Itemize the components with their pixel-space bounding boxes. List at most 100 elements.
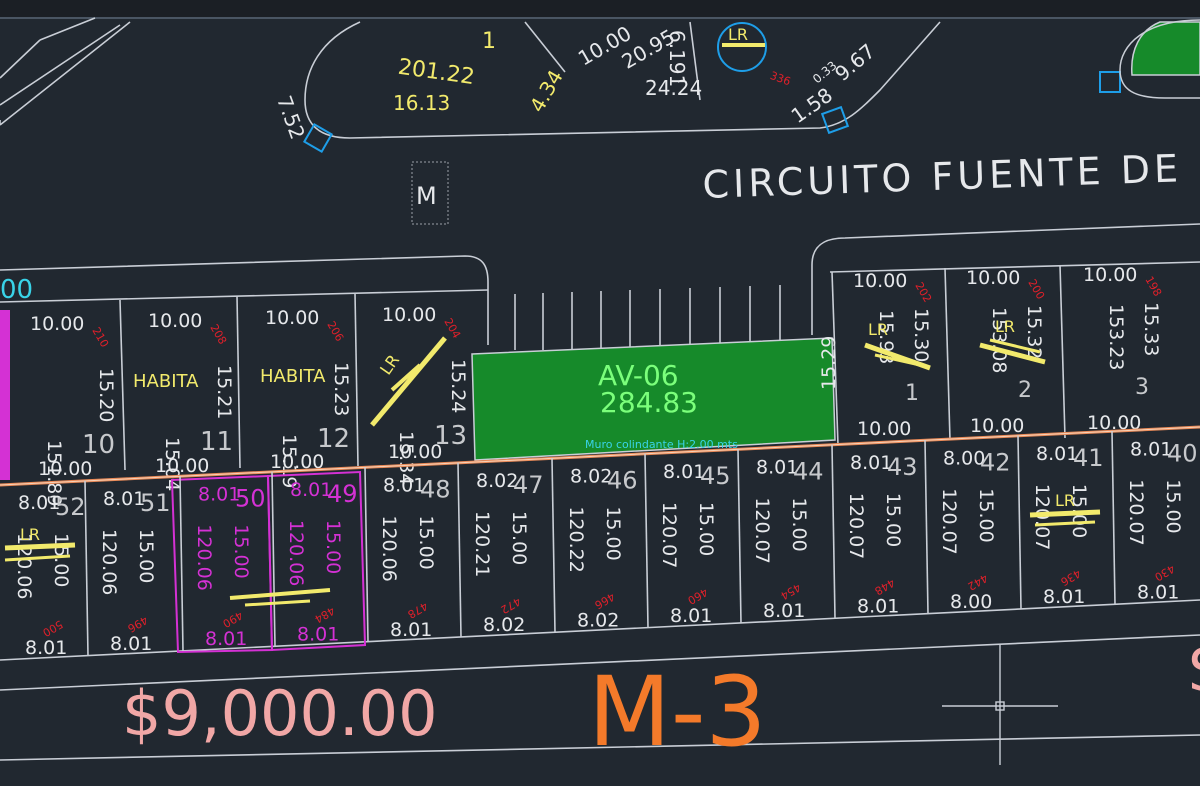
top-lr-marker: LR: [717, 22, 767, 72]
upper-lot-back-12: 10.00: [270, 451, 324, 473]
top-right-green-area: [1131, 21, 1200, 76]
lower-lot-back-42: 8.00: [950, 591, 992, 613]
marker-m-label: M: [416, 182, 437, 210]
lower-lot-side-52: 15.00: [50, 533, 72, 587]
lower-lot-side-44: 15.00: [788, 497, 810, 551]
lower-lot-depth-48: 120.06: [378, 515, 400, 581]
upper-block-lines: [0, 223, 1200, 471]
upper-lots: 10.0010.00151.8915.201021010.0010.0015.0…: [30, 304, 469, 506]
block-divider-line-inner: [0, 426, 1200, 486]
right-edge-letter: S: [1188, 636, 1200, 704]
lower-lot-back-48: 8.01: [390, 619, 432, 641]
lr-symbol-lot1: LR: [864, 320, 931, 371]
habita-label-2: HABITA: [260, 366, 326, 387]
lower-lot-front-48: 8.01: [383, 474, 425, 496]
lower-lot-side-45: 15.00: [695, 502, 717, 556]
upper-right-lot-front-2: 10.00: [966, 267, 1020, 289]
upper-lot-number-10: 10: [82, 430, 115, 460]
lower-lot-number-44: 44: [793, 457, 824, 485]
upper-right-lot-front-1: 10.00: [853, 270, 907, 292]
lower-lot-front-40: 8.01: [1130, 438, 1172, 460]
upper-lot-side-13: 15.24: [447, 359, 469, 413]
lower-lot-number-47: 47: [513, 471, 544, 499]
blue-markers: [302, 71, 1121, 154]
lower-lot-back-45: 8.01: [670, 605, 712, 627]
upper-lot-depth-10: 151.89: [43, 440, 65, 506]
lower-lot-front-43: 8.01: [850, 452, 892, 474]
lower-lot-back-52: 8.01: [25, 637, 67, 659]
lower-lot-number-49: 49: [327, 480, 358, 508]
green-area-av06: AV-06 284.83 Muro colindante H:2.00 mts: [471, 337, 836, 461]
upper-lot-front-10: 10.00: [30, 313, 84, 335]
lower-lot-number-48: 48: [420, 475, 451, 503]
lower-lot-number-45: 45: [700, 462, 731, 490]
lower-lot-depth-49: 120.06: [285, 520, 307, 586]
lower-lot-depth-51: 120.06: [98, 529, 120, 595]
lower-lot-side-46: 15.00: [602, 506, 624, 560]
upper-right-lot-depth-3: 153.23: [1105, 304, 1127, 370]
lower-lot-side-51: 15.00: [135, 529, 157, 583]
lower-lot-front-51: 8.01: [103, 488, 145, 510]
lower-lot-boundary-47: [457, 462, 462, 638]
upper-right-lot-side-1: 15.30: [910, 308, 932, 362]
upper-right-lot-back-1: 10.00: [857, 418, 911, 440]
lower-lot-back-41: 8.01: [1043, 586, 1085, 608]
top-block-lot: 1: [482, 29, 496, 54]
lr-label-lot41: LR: [1055, 491, 1075, 510]
upper-right-lot-left-1: 15.29: [818, 336, 840, 390]
lower-lot-boundary-45: [644, 453, 649, 628]
parking-stalls: [514, 285, 781, 350]
lower-lot-back-47: 8.02: [483, 614, 525, 636]
marker-m: M: [411, 161, 449, 225]
lower-lot-front-49: 8.01: [290, 479, 332, 501]
lower-lot-boundary-49: [271, 471, 276, 647]
upper-lot-number-12: 12: [317, 424, 350, 454]
top-right-curve: [1119, 19, 1200, 99]
lr-label-lot1: LR: [868, 320, 888, 339]
lower-lot-front-41: 8.01: [1036, 443, 1078, 465]
lr-symbol-lot2: LR: [979, 317, 1046, 365]
lower-lot-boundary-43: [831, 444, 836, 619]
lower-lot-side-42: 15.00: [975, 488, 997, 542]
lower-lot-front-50: 8.01: [198, 483, 240, 505]
upper-lot-front-13: 10.00: [382, 304, 436, 326]
lower-lot-number-40: 40: [1167, 439, 1198, 467]
lower-lot-number-52: 52: [55, 493, 86, 521]
upper-lot-front-11: 10.00: [148, 310, 202, 332]
lower-lot-back-50: 8.01: [205, 628, 247, 650]
upper-right-lot-back-3: 10.00: [1087, 412, 1141, 434]
lower-lot-back-49: 8.01: [297, 623, 339, 645]
upper-right-lot-depth-2: 153.08: [988, 307, 1010, 373]
lower-lot-boundary-41: [1017, 435, 1022, 610]
upper-right-lot-number-1: 1: [905, 381, 919, 406]
lower-lot-number-42: 42: [980, 448, 1011, 476]
lower-lot-back-40: 8.01: [1137, 581, 1179, 603]
top-dim-0: 16.13: [393, 91, 450, 115]
upper-lot-front-12: 10.00: [265, 307, 319, 329]
upper-lot-side-12: 15.23: [330, 362, 352, 416]
upper-right-lot-side-3: 15.33: [1140, 302, 1162, 356]
lower-lot-side-49: 15.00: [322, 520, 344, 574]
lower-lot-side-48: 15.00: [415, 515, 437, 569]
upper-right-lot-side-2: 15.32: [1023, 305, 1045, 359]
lower-lot-front-42: 8.00: [943, 447, 985, 469]
lower-lot-front-52: 8.01: [18, 492, 60, 514]
top-dim-5: 24.24: [645, 76, 702, 100]
lower-lot-side-47: 15.00: [508, 511, 530, 565]
lower-lot-back-46: 8.02: [577, 609, 619, 631]
upper-lot-side-11: 15.21: [213, 365, 235, 419]
left-magenta-strip: [0, 310, 10, 480]
lower-lot-side-40: 15.00: [1162, 479, 1184, 533]
green-area-area: 284.83: [600, 386, 698, 419]
lower-lot-boundary-46: [551, 458, 556, 633]
lower-lot-number-41: 41: [1073, 444, 1104, 472]
top-block: [0, 17, 941, 139]
lower-lot-depth-45: 120.07: [658, 502, 680, 568]
lr-symbol-lot50: [229, 588, 331, 607]
lower-lot-front-47: 8.02: [476, 470, 518, 492]
lower-lot-depth-43: 120.07: [845, 493, 867, 559]
left-edge-value: 00: [0, 275, 33, 305]
upper-lot-number-13: 13: [434, 421, 467, 451]
habita-label-1: HABITA: [133, 371, 199, 392]
